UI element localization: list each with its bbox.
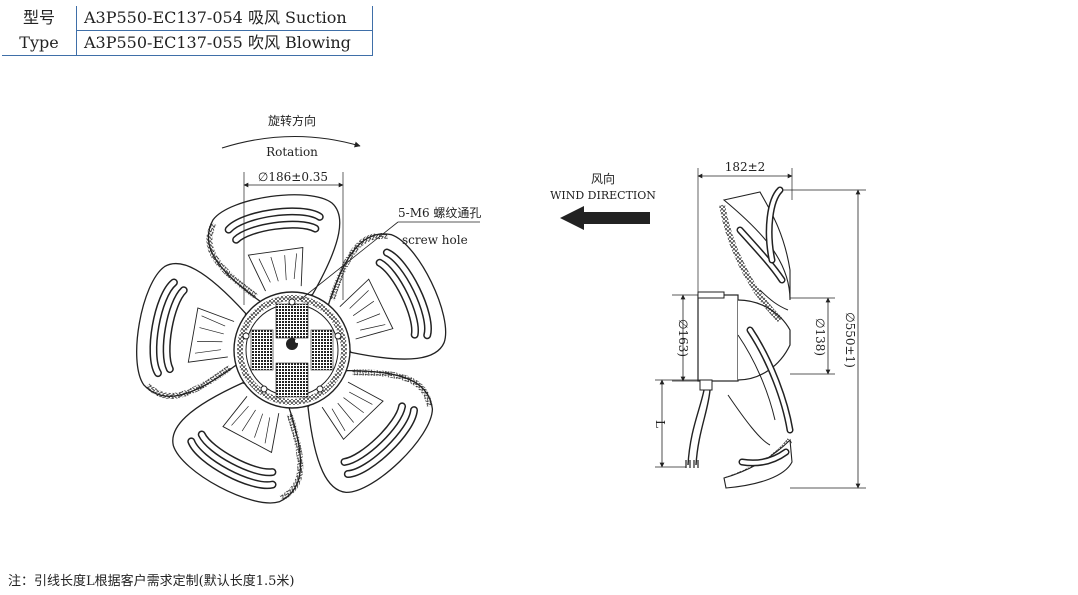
spec-label-cn: 型号 [2,6,77,31]
rotation-arrow [221,136,361,149]
mount-dimension: ∅186±0.35 [243,170,344,305]
spec-row-type: Type A3P550-EC137-055 吹风 Blowing [2,30,373,56]
lead-length-label: L [653,420,667,428]
screw-hole-callout: 5-M6 螺纹通孔 screw hole [299,206,481,301]
screw-hole [316,385,324,393]
hub-diameter-label: ∅163) [676,319,690,357]
spec-table: 型号 A3P550-EC137-054 吸风 Suction Type A3P5… [2,6,373,56]
motor-hub [233,291,351,409]
screw-hole-label-en: screw hole [402,233,468,247]
spec-label-en: Type [2,30,77,56]
screw-hole [242,332,250,340]
wind-label-en: WIND DIRECTION [550,189,656,202]
rotation-label-cn: 旋转方向 [268,113,316,128]
outer-diameter-label: ∅550±1) [843,312,857,368]
screw-hole-label-cn: 5-M6 螺纹通孔 [398,206,481,220]
screw-hole [288,298,296,306]
spec-row-model: 型号 A3P550-EC137-054 吸风 Suction [2,6,373,31]
spec-value-blowing: A3P550-EC137-055 吹风 Blowing [76,30,373,56]
screw-hole [260,385,268,393]
inner-diameter-label: ∅138) [813,318,827,356]
wind-direction: 风向 WIND DIRECTION [550,171,656,230]
wind-arrow [560,206,650,230]
rotation-label-en: Rotation [266,145,318,159]
lead-length-note: 注：引线长度L根据客户需求定制(默认长度1.5米) [8,574,295,589]
front-view: 旋转方向 Rotation [128,113,481,519]
side-view: 182±2 ∅163) L [653,160,866,489]
spec-value-suction: A3P550-EC137-054 吸风 Suction [76,6,373,31]
depth-label: 182±2 [725,160,766,174]
mount-circle-label: ∅186±0.35 [258,170,328,184]
screw-hole [334,332,342,340]
wind-label-cn: 风向 [591,171,615,186]
lead-wires [687,389,711,466]
